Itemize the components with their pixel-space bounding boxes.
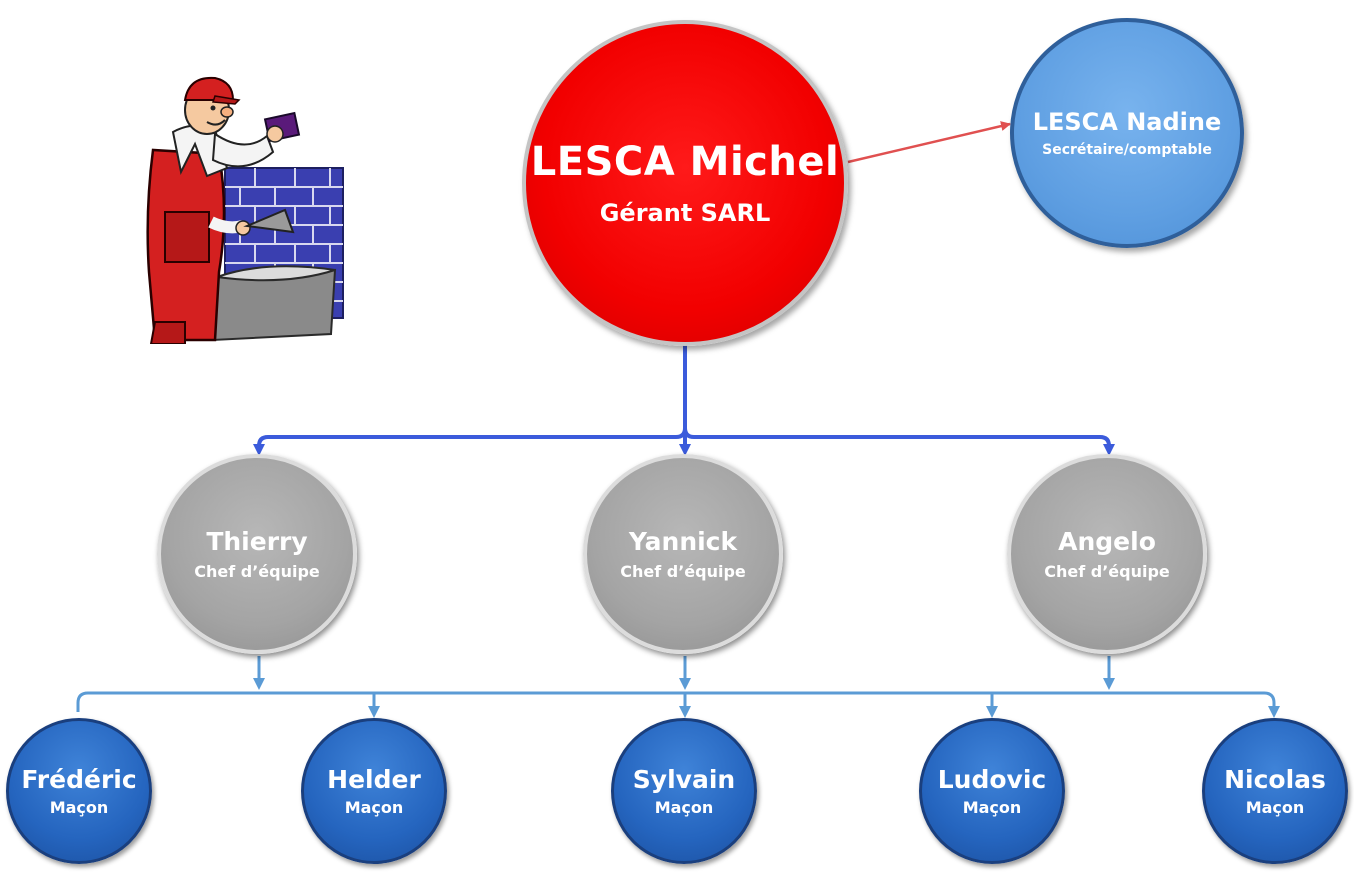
mason-name: Sylvain [632, 765, 736, 794]
manager-name: LESCA Michel [530, 139, 840, 185]
node-mason: Helder Maçon [301, 718, 447, 864]
node-secretary: LESCA Nadine Secrétaire/comptable [1010, 18, 1244, 248]
secretary-role: Secrétaire/comptable [1042, 142, 1212, 158]
mason-role: Maçon [654, 798, 714, 817]
bricklayer-illustration [146, 76, 344, 344]
node-mason: Frédéric Maçon [6, 718, 152, 864]
mason-role: Maçon [49, 798, 109, 817]
mason-name: Nicolas [1224, 765, 1326, 794]
mason-name: Ludovic [937, 765, 1047, 794]
team-leader-name: Yannick [628, 527, 738, 556]
node-mason: Nicolas Maçon [1202, 718, 1348, 864]
node-mason: Sylvain Maçon [611, 718, 757, 864]
team-leader-role: Chef d’équipe [1044, 562, 1170, 581]
arrows-leaders-masons [76, 656, 1280, 718]
secretary-name: LESCA Nadine [1032, 108, 1222, 136]
node-team-leader: Angelo Chef d’équipe [1007, 454, 1207, 654]
team-leader-role: Chef d’équipe [620, 562, 746, 581]
mason-role: Maçon [344, 798, 404, 817]
mason-name: Helder [327, 765, 421, 794]
team-leader-role: Chef d’équipe [194, 562, 320, 581]
team-leader-name: Angelo [1058, 527, 1156, 556]
mason-name: Frédéric [21, 765, 137, 794]
node-team-leader: Thierry Chef d’équipe [157, 454, 357, 654]
arrow-manager-secretary [847, 121, 1011, 164]
mason-role: Maçon [962, 798, 1022, 817]
mason-role: Maçon [1245, 798, 1305, 817]
node-team-leader: Yannick Chef d’équipe [583, 454, 783, 654]
node-manager: LESCA Michel Gérant SARL [522, 20, 848, 346]
team-leader-name: Thierry [206, 527, 308, 556]
arrows-manager-leaders [253, 330, 1115, 456]
manager-role: Gérant SARL [599, 199, 771, 227]
node-mason: Ludovic Maçon [919, 718, 1065, 864]
